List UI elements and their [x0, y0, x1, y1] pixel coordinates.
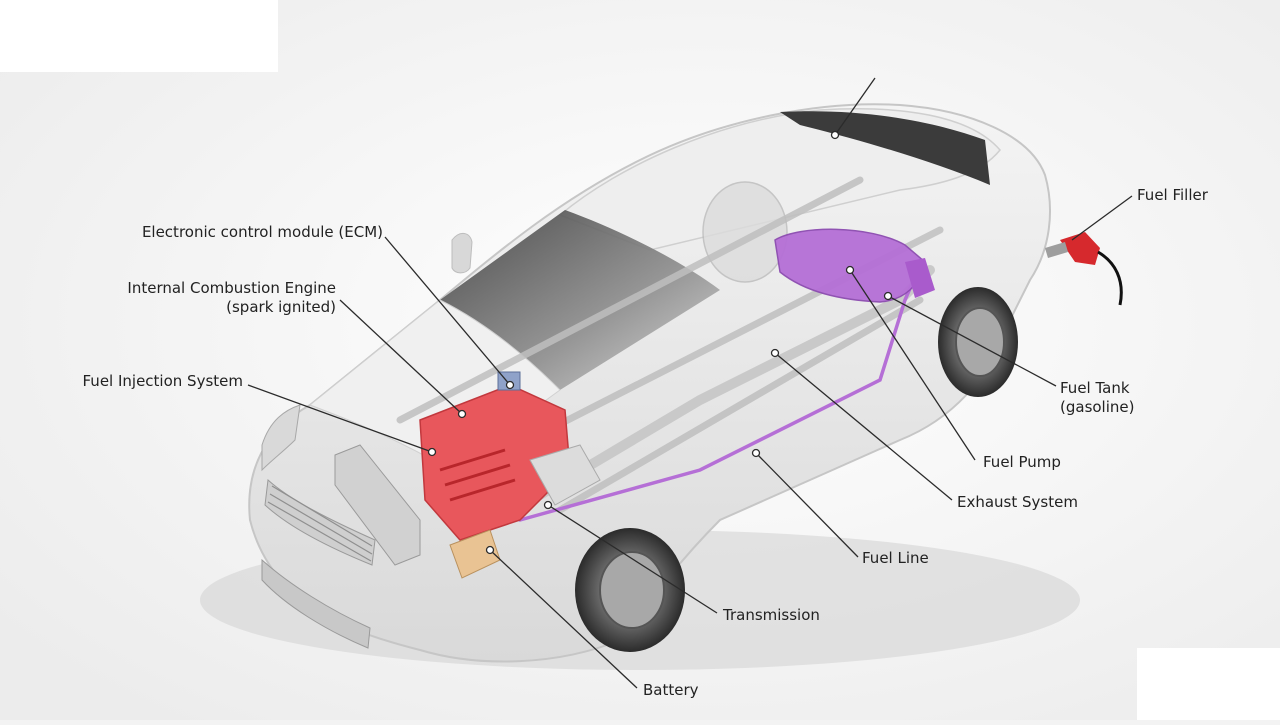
radiator	[334, 444, 421, 566]
grille-slats	[267, 485, 373, 562]
leader-exhaust	[774, 352, 953, 501]
label-engine: Internal Combustion Engine (spark ignite…	[127, 279, 336, 317]
leader-antenna	[834, 77, 876, 136]
rear-inner-wheel	[702, 181, 788, 283]
rear-window	[780, 111, 990, 185]
rear-wheel-rim	[955, 307, 1005, 377]
leader-fuel-line	[755, 452, 859, 558]
leader-fuel-pump	[849, 269, 976, 461]
label-battery: Battery	[643, 681, 699, 699]
label-exhaust: Exhaust System	[957, 493, 1078, 511]
leader-fuel-filler	[1071, 195, 1133, 241]
label-ecm: Electronic control module (ECM)	[141, 223, 383, 241]
fuel-tank-filler-neck	[905, 258, 935, 298]
leader-dots	[427, 130, 893, 555]
lower-grille	[261, 558, 371, 649]
leader-ecm	[384, 236, 511, 386]
label-transmission: Transmission	[723, 606, 820, 624]
label-fuel-tank: Fuel Tank (gasoline)	[1060, 379, 1134, 417]
leader-battery	[489, 549, 638, 689]
label-engine-line2: (spark ignited)	[226, 298, 336, 316]
label-engine-line1: Internal Combustion Engine	[127, 279, 336, 297]
bottom-right-white-patch	[1137, 648, 1280, 720]
label-fuel-injection: Fuel Injection System	[82, 372, 244, 390]
leader-fuel-tank	[887, 295, 1057, 387]
leader-lines	[247, 77, 1133, 689]
headlight	[261, 404, 301, 472]
fuel-nozzle	[1045, 232, 1123, 306]
label-fuel-tank-line1: Fuel Tank	[1060, 379, 1130, 397]
top-left-white-patch	[0, 0, 278, 72]
label-fuel-pump: Fuel Pump	[983, 453, 1061, 471]
transmission-unit	[529, 444, 601, 506]
label-fuel-tank-line2: (gasoline)	[1060, 398, 1135, 416]
label-fuel-filler: Fuel Filler	[1137, 186, 1208, 204]
leader-transmission	[547, 504, 718, 614]
front-wheel-rim	[599, 551, 665, 629]
leader-fuel-injection	[247, 384, 433, 453]
label-fuel-line: Fuel Line	[862, 549, 929, 567]
side-mirror	[451, 233, 473, 274]
engine-manifold	[439, 448, 516, 502]
leader-engine	[339, 299, 463, 415]
